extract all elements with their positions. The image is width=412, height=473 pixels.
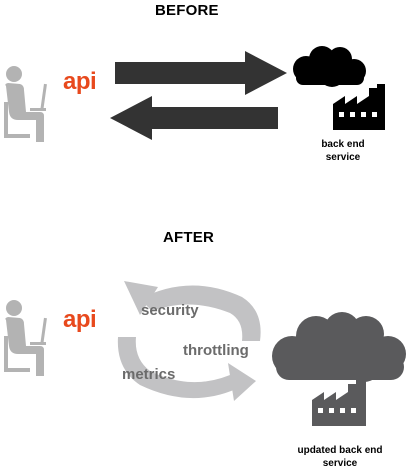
back-end-service-label: back end service [300, 138, 386, 164]
api-logo: api [63, 68, 97, 95]
user-at-laptop-icon [4, 300, 47, 376]
response-arrow-icon [110, 96, 278, 140]
updated-back-end-service-label: updated back end service [280, 444, 400, 470]
cycle-arrows-icon [117, 281, 261, 401]
before-heading: BEFORE [155, 2, 219, 19]
factory-icon [312, 380, 366, 426]
back-end-service-line: service [325, 152, 361, 163]
user-at-laptop-icon [4, 66, 47, 142]
security-label: security [141, 302, 199, 319]
cloud-icon [293, 46, 366, 87]
factory-icon [333, 84, 385, 130]
updated-service-line: updated back end [297, 445, 383, 456]
cloud-icon [272, 312, 406, 382]
after-heading: AFTER [163, 229, 214, 246]
metrics-label: metrics [122, 366, 176, 383]
request-arrow-icon [115, 51, 287, 95]
api-logo: api [63, 306, 97, 333]
throttling-label: throttling [183, 342, 249, 359]
updated-service-line: service [322, 458, 358, 469]
back-end-service-line: back end [321, 139, 365, 150]
